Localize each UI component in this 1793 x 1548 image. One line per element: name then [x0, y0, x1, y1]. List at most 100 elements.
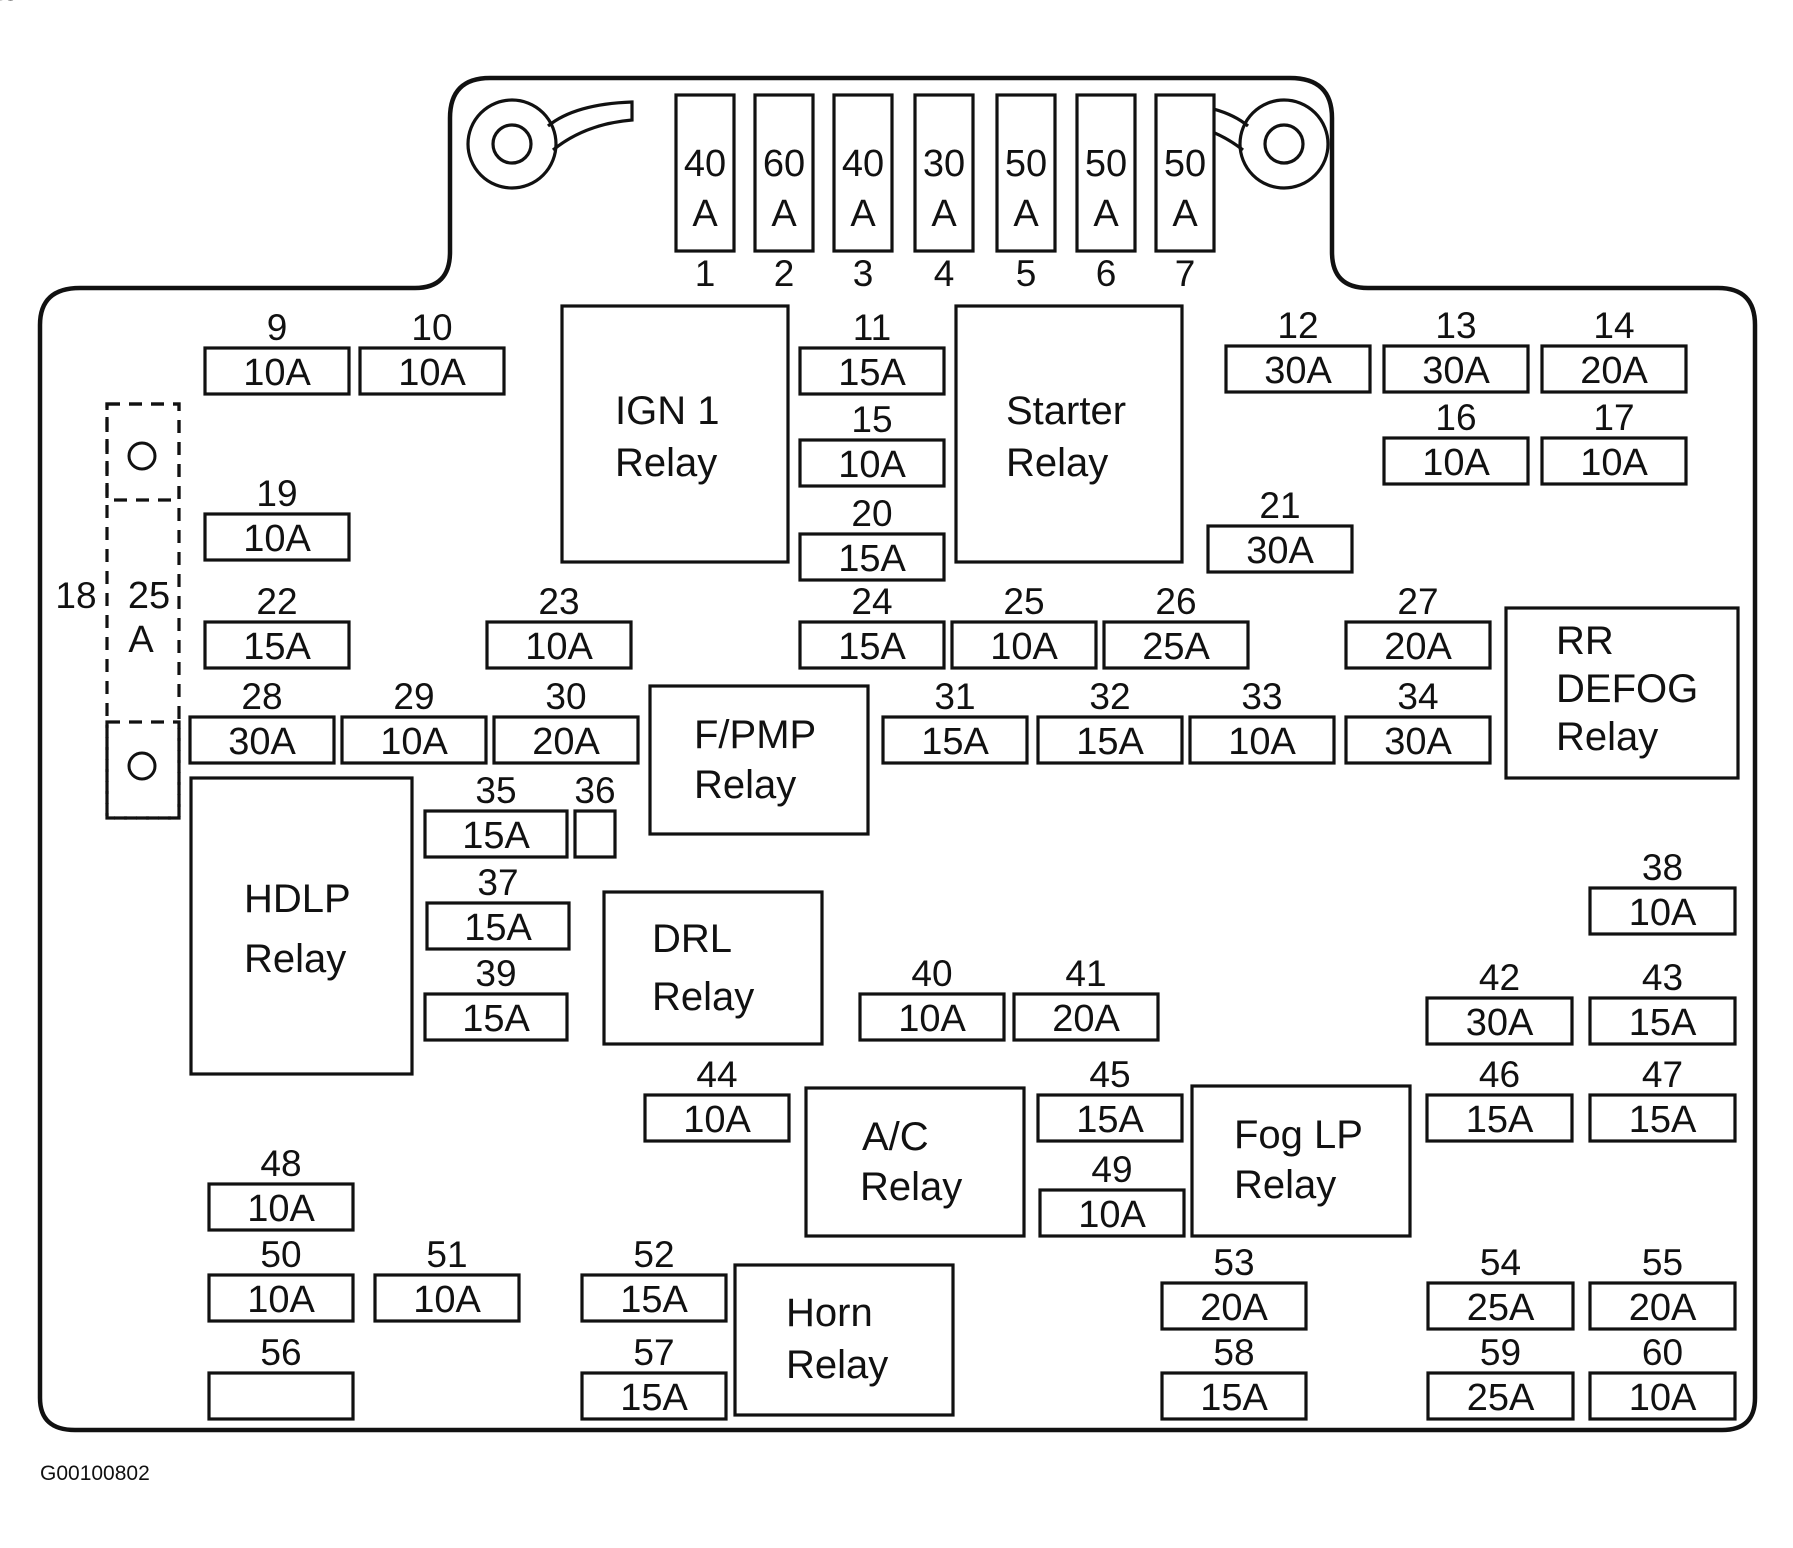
fuse-rating-bottom: A [931, 193, 957, 235]
relay-body [189, 776, 414, 1076]
fuse-body [573, 809, 617, 859]
fuse-number: 8 [0, 0, 10, 8]
relay-body [602, 890, 824, 1046]
fuse-number: 16 [1435, 397, 1476, 438]
fuse-body [492, 715, 640, 765]
fuse-rating: 15A [838, 352, 906, 394]
breaker-top-tab [105, 402, 181, 502]
maxi-fuse-8: 30A8 [0, 0, 21, 9]
fuse-body [995, 93, 1057, 253]
fuse-rating: 15A [1076, 1099, 1144, 1141]
fuse-body [674, 93, 736, 253]
fuse-body [798, 620, 946, 670]
fuse-rating: 10A [380, 721, 448, 763]
fuse-rating-bottom: A [771, 193, 797, 235]
fuse-number: 39 [475, 953, 516, 994]
fuse-body [1588, 1093, 1737, 1143]
relay-label-line-2: Relay [1234, 1163, 1336, 1207]
fuse-rating: 15A [620, 1279, 688, 1321]
fuse-rating-top: 60 [763, 143, 805, 185]
relay-label-line-3: Relay [1556, 715, 1658, 759]
fuse-body [425, 901, 571, 951]
fuse-rating: 20A [1384, 626, 1452, 668]
relay-body [1190, 1084, 1412, 1238]
relay-label-line-2: Relay [860, 1165, 962, 1209]
breaker-rating-bottom: A [128, 619, 154, 661]
fuse-rating: 20A [1200, 1287, 1268, 1329]
fuse-number: 29 [393, 676, 434, 717]
mounting-ear-left-bracket [546, 100, 634, 152]
fuse-body [832, 93, 894, 253]
fuse-rating: 30A [228, 721, 296, 763]
fuse-number: 51 [426, 1234, 467, 1275]
fuse-number: 42 [1479, 957, 1520, 998]
fuse-body [1588, 1371, 1737, 1421]
fuse-rating: 10A [243, 352, 311, 394]
mounting-ear-left [466, 98, 634, 190]
fuse-number: 13 [1435, 305, 1476, 346]
fuse-number: 3 [853, 253, 874, 294]
fuse-body [207, 1371, 355, 1421]
fuse-body [188, 715, 336, 765]
fuse-number: 43 [1642, 957, 1683, 998]
ac-relay: A/C Relay [804, 1086, 1026, 1238]
mounting-hole-left [466, 98, 558, 190]
fuse-number: 34 [1397, 676, 1438, 717]
fuse-rating-bottom: A [1172, 193, 1198, 235]
relay-label-line-2: Relay [652, 975, 754, 1019]
hdlp-relay: HDLP Relay [189, 776, 414, 1076]
fuse-number: 58 [1213, 1332, 1254, 1373]
fuse-number: 55 [1642, 1242, 1683, 1283]
relay-body [648, 684, 870, 836]
fuse-body [1588, 996, 1737, 1046]
fuse-rating: 15A [1629, 1099, 1697, 1141]
fuse-body [1426, 1371, 1575, 1421]
fuse-rating: 10A [1078, 1194, 1146, 1236]
fuse-rating: 10A [838, 444, 906, 486]
fuse-rating-top: 30 [923, 143, 965, 185]
fuse-rating: 10A [990, 626, 1058, 668]
ign1-relay: IGN 1 Relay [560, 304, 790, 564]
fuse-number: 49 [1091, 1149, 1132, 1190]
mounting-hole-right-inner [1263, 123, 1305, 165]
fuse-rating: 20A [1052, 998, 1120, 1040]
fuse-rating: 15A [620, 1377, 688, 1419]
fuse-rating-top: 50 [1005, 143, 1047, 185]
fuse-56: 56 [207, 1332, 355, 1421]
fuse-rating: 10A [1422, 442, 1490, 484]
fuse-number: 19 [256, 473, 297, 514]
fuse-body [1012, 992, 1160, 1042]
fuse-body [1224, 344, 1372, 394]
relay-label-line-1: Horn [786, 1291, 873, 1335]
fuse-number: 2 [774, 253, 795, 294]
fuse-body [1160, 1281, 1308, 1331]
fuse-body [1160, 1371, 1308, 1421]
fuse-body [373, 1273, 521, 1323]
